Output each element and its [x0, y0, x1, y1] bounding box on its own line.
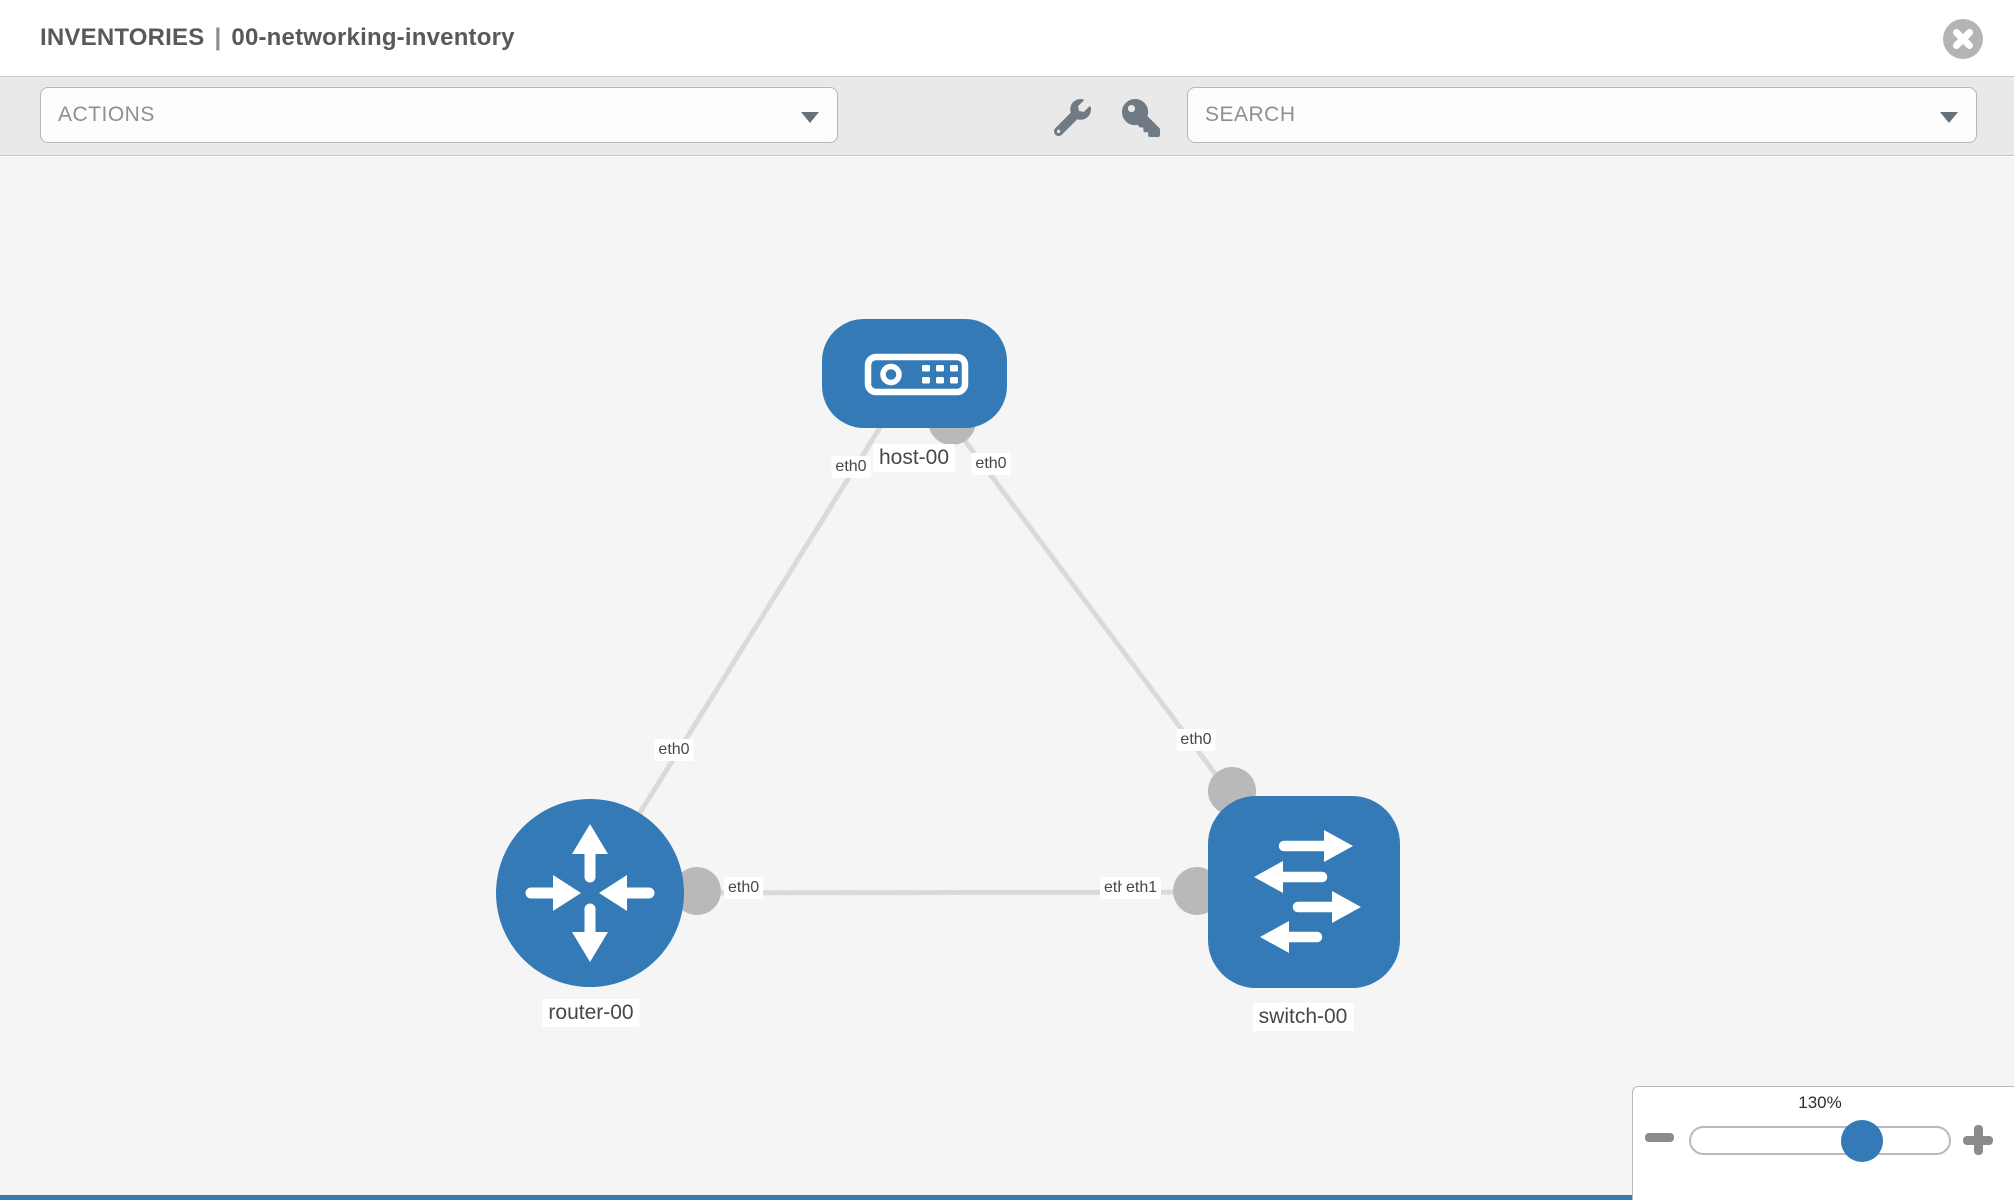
footer-edge-bar — [0, 1195, 1632, 1200]
zoom-level: 130% — [1798, 1093, 1842, 1112]
wrench-icon — [1053, 99, 1091, 137]
iface-label-router-to-host: eth0 — [654, 739, 694, 761]
chevron-down-icon — [1940, 112, 1958, 123]
actions-dropdown-label: ACTIONS — [58, 103, 155, 126]
zoom-panel: 130% — [1632, 1086, 2014, 1200]
header: INVENTORIES | 00-networking-inventory — [0, 0, 2014, 76]
close-button[interactable] — [1943, 19, 1983, 59]
chevron-down-icon — [801, 112, 819, 123]
close-icon — [1953, 29, 1973, 49]
page-title: INVENTORIES | 00-networking-inventory — [40, 24, 515, 52]
server-icon — [864, 353, 969, 396]
zoom-slider-track[interactable] — [1689, 1126, 1951, 1155]
node-host-00[interactable] — [822, 319, 1007, 428]
endpoint-router-eth0 — [673, 867, 721, 915]
key-button[interactable] — [1122, 99, 1160, 142]
node-router-00[interactable] — [496, 799, 684, 987]
topology-canvas[interactable]: host-00 router-00 switch-00 eth0 eth0 et… — [0, 157, 2014, 1200]
iface-label-switch-to-router: eth1 — [1122, 877, 1162, 899]
node-label-router: router-00 — [542, 999, 640, 1027]
breadcrumb-section: INVENTORIES — [40, 24, 205, 51]
wrench-button[interactable] — [1053, 99, 1091, 141]
search-placeholder: SEARCH — [1205, 103, 1296, 126]
zoom-out-button[interactable] — [1645, 1133, 1674, 1142]
actions-dropdown[interactable]: ACTIONS — [40, 87, 838, 143]
iface-label-host-to-router: eth0 — [831, 456, 871, 478]
breadcrumb-separator: | — [214, 24, 222, 51]
zoom-slider-handle[interactable] — [1841, 1120, 1883, 1162]
node-label-host: host-00 — [872, 444, 956, 472]
iface-label-switch-to-host: eth0 — [1176, 729, 1216, 751]
node-label-switch: switch-00 — [1252, 1003, 1354, 1031]
search-dropdown[interactable]: SEARCH — [1187, 87, 1977, 143]
iface-label-host-to-switch: eth0 — [971, 453, 1011, 475]
node-switch-00[interactable] — [1208, 796, 1400, 988]
toolbar: ACTIONS SEARCH — [0, 76, 2014, 156]
zoom-in-button[interactable] — [1963, 1125, 1993, 1155]
key-icon — [1122, 99, 1160, 137]
iface-label-router-to-switch: eth0 — [724, 877, 764, 899]
switch-icon — [1254, 830, 1361, 953]
router-icon — [525, 824, 655, 962]
inventory-name: 00-networking-inventory — [231, 24, 515, 51]
